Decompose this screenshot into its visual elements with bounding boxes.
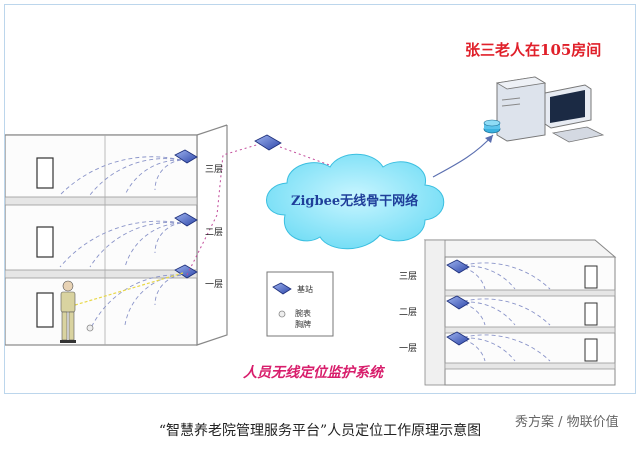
legend-base-station-label: 基站 (297, 285, 313, 294)
elderly-person-figure (60, 280, 76, 343)
left-building (5, 124, 228, 346)
legend-tag-icon (278, 310, 286, 318)
floor-label-right-3f: 三层 (399, 272, 418, 282)
legend-base-station-icon (272, 282, 292, 295)
positioning-diagram (5, 76, 617, 386)
base-station-r1f (446, 331, 470, 346)
relay-base-station (254, 134, 282, 151)
monitoring-computer (483, 76, 605, 143)
legend-tag-label-1: 腕表 (295, 309, 311, 318)
floor-label-left-2f: 二层 (205, 228, 224, 238)
floor-label-right-1f: 一层 (399, 344, 418, 354)
floor-label-left-3f: 三层 (205, 165, 224, 175)
base-station-r2f (446, 295, 470, 310)
base-station-1f (174, 264, 198, 279)
figure-caption: “智慧养老院管理服务平台”人员定位工作原理示意图 (158, 423, 482, 439)
floor-label-left-1f: 一层 (205, 280, 224, 290)
door-2f (36, 226, 54, 258)
floor-label-right-2f: 二层 (399, 308, 418, 318)
base-station-r3f (446, 259, 470, 274)
base-station-3f (174, 149, 198, 164)
zigbee-cloud (266, 153, 445, 250)
system-title: 人员无线定位监护系统 (243, 365, 383, 381)
door-3f (36, 157, 54, 189)
cloud-label: Zigbee无线骨干网络 (291, 194, 419, 209)
alert-text: 张三老人在105房间 (465, 41, 602, 59)
base-station-2f (174, 212, 198, 227)
watermark: 秀方案 / 物联价值 (515, 415, 619, 430)
legend-box (266, 271, 334, 337)
door-1f (36, 292, 54, 328)
right-building (423, 239, 617, 386)
diagram-frame: 张三老人在105房间 Zigbee无线骨干网络 三层 二层 一层 三层 二层 一… (4, 4, 636, 394)
legend-tag-label-2: 胸牌 (295, 320, 311, 329)
